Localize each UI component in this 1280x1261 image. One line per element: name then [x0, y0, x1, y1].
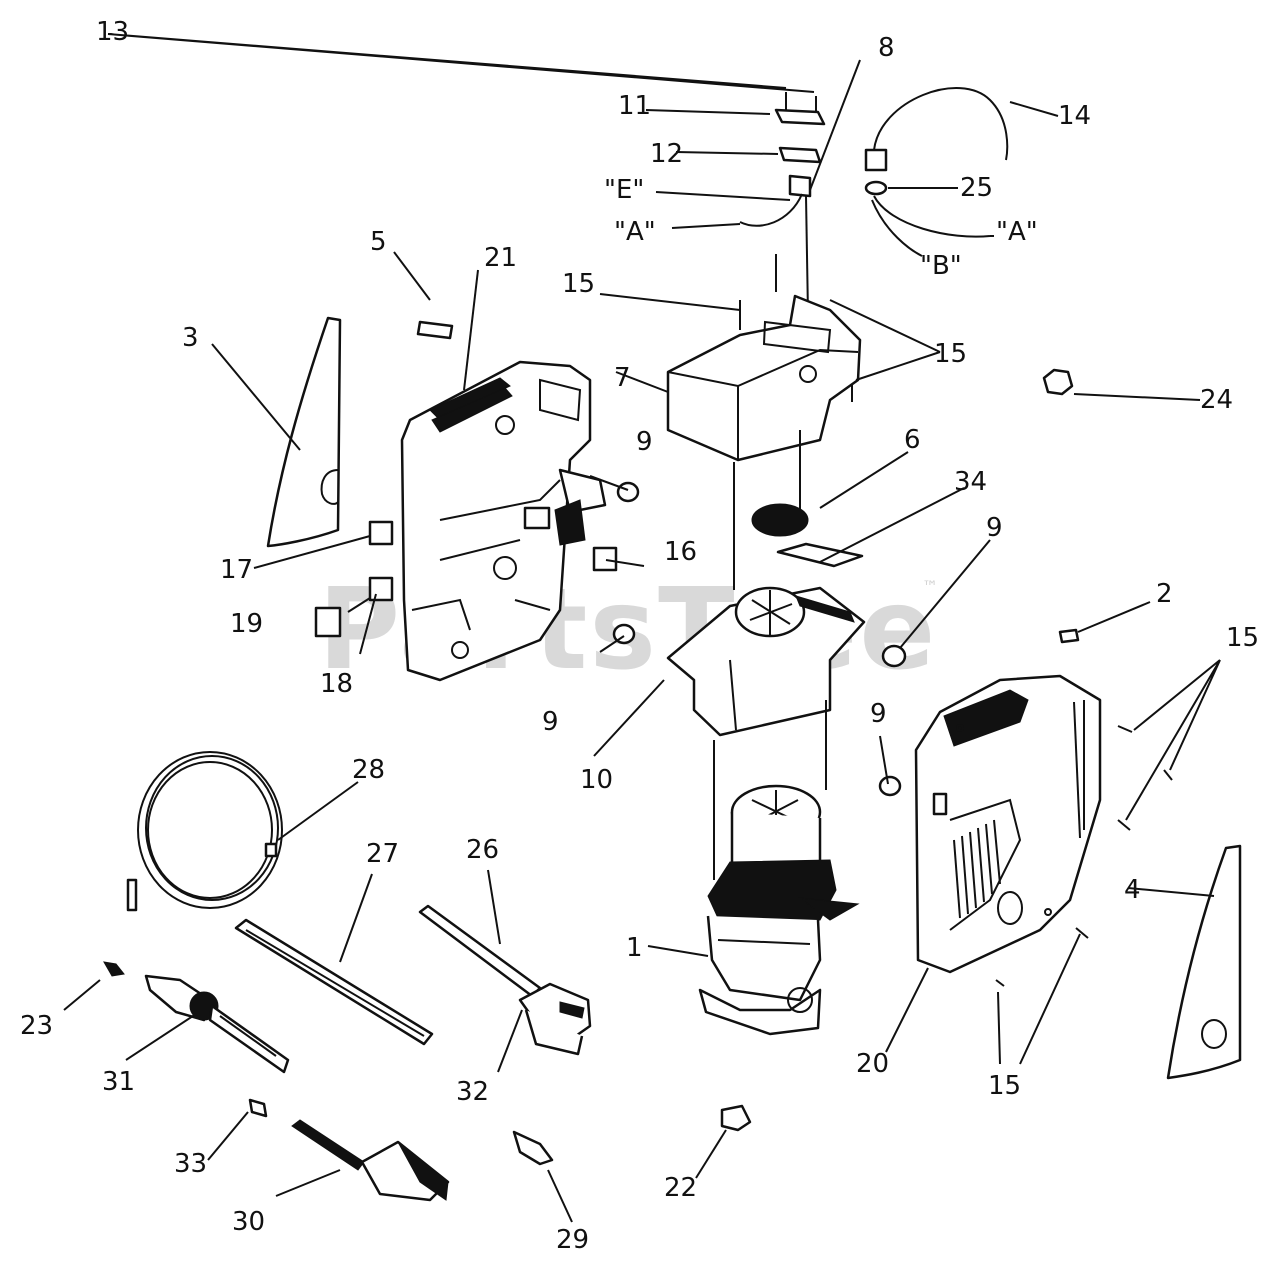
label-8: 8: [878, 33, 895, 63]
part-18-decal: [368, 576, 394, 602]
part-34-gasket: [776, 542, 864, 568]
label-15-right: 15: [1226, 623, 1259, 653]
label-E: "E": [604, 175, 644, 205]
label-9-upper-right: 9: [986, 513, 1003, 543]
label-B: "B": [920, 251, 962, 281]
label-33: 33: [174, 1149, 207, 1179]
part-33-nozzle: [248, 1098, 268, 1118]
label-13: 13: [96, 17, 129, 47]
part-21-left-housing: [400, 360, 607, 682]
label-24: 24: [1200, 385, 1233, 415]
wire-a-b: [873, 195, 991, 238]
label-11: 11: [618, 91, 651, 121]
label-30: 30: [232, 1207, 265, 1237]
label-25: 25: [960, 173, 993, 203]
label-6: 6: [904, 425, 921, 455]
part-30-brush: [291, 1119, 450, 1202]
label-10: 10: [580, 765, 613, 795]
label-29: 29: [556, 1225, 589, 1255]
label-21: 21: [484, 243, 517, 273]
part-2-tab: [1058, 628, 1080, 644]
label-12: 12: [650, 139, 683, 169]
part-23-nozzle-tip: [103, 961, 125, 977]
label-18: 18: [320, 669, 353, 699]
label-20: 20: [856, 1049, 889, 1079]
label-23: 23: [20, 1011, 53, 1041]
wire-e-a: [739, 193, 803, 227]
part-12-switch: [778, 146, 822, 164]
label-2: 2: [1156, 579, 1173, 609]
part-22-cap: [720, 1104, 752, 1132]
label-34: 34: [954, 467, 987, 497]
label-22: 22: [664, 1173, 697, 1203]
part-27-wand: [234, 918, 434, 1046]
label-4: 4: [1124, 875, 1141, 905]
part-26-lance: [418, 904, 542, 998]
label-14: 14: [1058, 101, 1091, 131]
label-19: 19: [230, 609, 263, 639]
part-31-nozzle: [144, 974, 290, 1074]
part-10-tank: [666, 586, 866, 737]
leader-lines: [63, 33, 1221, 1223]
part-8-switch-body: [788, 174, 812, 198]
part-3-left-decal: [266, 316, 342, 548]
label-32: 32: [456, 1077, 489, 1107]
part-labels: 13 8 11 14 12 "E" 25 "A" "A" "B" 5 21 15…: [20, 17, 1259, 1255]
label-3: 3: [182, 323, 199, 353]
label-26: 26: [466, 835, 499, 865]
part-15-screws-right: [995, 725, 1173, 987]
label-A-left: "A": [614, 217, 656, 247]
label-A-right: "A": [996, 217, 1038, 247]
part-1-motor-pump: [698, 784, 860, 1036]
label-7: 7: [614, 363, 631, 393]
part-32-gun: [518, 982, 592, 1056]
part-17-decal: [368, 520, 394, 546]
part-19-decal: [314, 606, 342, 638]
part-25-oring: [864, 180, 888, 196]
part-9-grommets: [612, 481, 907, 797]
label-9-lower-right: 9: [870, 699, 887, 729]
part-20-right-housing: [914, 674, 1102, 974]
label-17: 17: [220, 555, 253, 585]
part-16-decal: [592, 546, 618, 572]
label-5: 5: [370, 227, 387, 257]
label-15-bottom: 15: [988, 1071, 1021, 1101]
part-14-fitting: [864, 148, 888, 172]
part-28-coiled-hose: [126, 751, 283, 912]
label-9-upper-left: 9: [636, 427, 653, 457]
label-27: 27: [366, 839, 399, 869]
part-4-right-decal: [1166, 844, 1242, 1080]
part-6-filter: [751, 503, 809, 537]
part-24-nut: [1042, 368, 1074, 396]
label-1: 1: [626, 933, 643, 963]
part-14-hose: [873, 87, 1009, 161]
label-31: 31: [102, 1067, 135, 1097]
label-15-top: 15: [562, 269, 595, 299]
part-5-label: [416, 320, 454, 340]
part-11-cover: [774, 108, 826, 126]
part-7-pump-housing: [666, 294, 862, 462]
label-15-mid: 15: [934, 339, 967, 369]
label-28: 28: [352, 755, 385, 785]
label-16: 16: [664, 537, 697, 567]
watermark-tm: ™: [922, 577, 938, 596]
label-9-lower-left: 9: [542, 707, 559, 737]
part-29-insert: [512, 1130, 554, 1166]
